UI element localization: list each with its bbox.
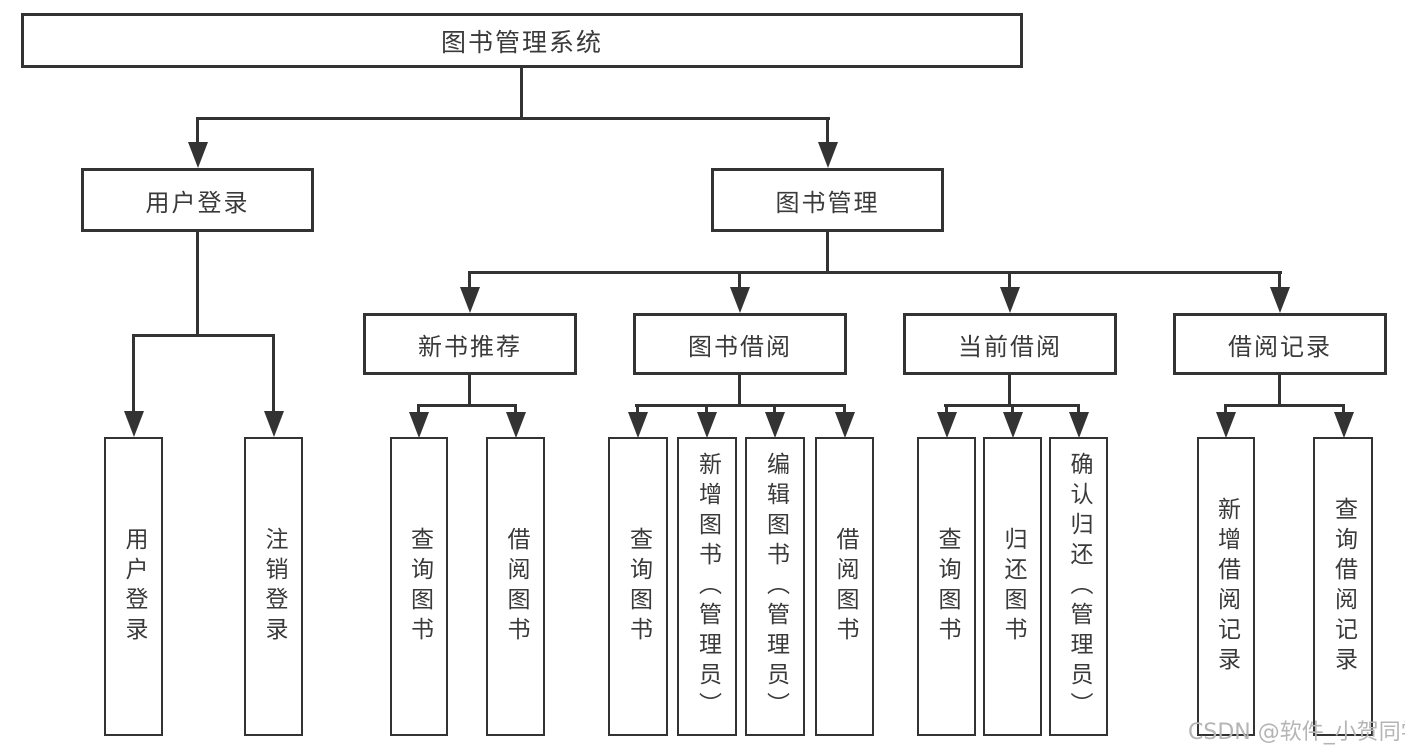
arrowhead-leaf-query-books-b-icon xyxy=(628,412,648,438)
connector-drop-leaf-login xyxy=(132,334,135,412)
connector-user-login-stem xyxy=(196,232,199,336)
arrowhead-leaf-query-record-icon xyxy=(1334,412,1354,438)
node-user-login-label: 用户登录 xyxy=(145,188,250,217)
connector-root-stem xyxy=(520,68,523,119)
connector-drop-leaf-confirm-return xyxy=(1077,404,1080,414)
leaf-query-books-borrow-label: 查询图书 xyxy=(625,526,652,647)
leaf-user-login-label: 用户登录 xyxy=(121,526,147,647)
node-book-management: 图书管理 xyxy=(711,168,944,232)
node-new-book-recommend-label: 新书推荐 xyxy=(418,332,522,361)
connector-drop-leaf-add-books xyxy=(705,404,708,414)
arrowhead-leaf-return-books-icon xyxy=(1003,412,1023,438)
node-borrow-records-label: 借阅记录 xyxy=(1228,332,1332,361)
connector-book-management-stem xyxy=(826,232,829,273)
arrowhead-leaf-query-books-c-icon xyxy=(937,412,957,438)
connector-new-book-leaf-bus xyxy=(417,404,517,407)
arrowhead-current-borrow-icon xyxy=(1000,287,1020,313)
connector-borrow-records-stem xyxy=(1278,375,1281,407)
leaf-logout-label: 注销登录 xyxy=(261,526,287,647)
csdn-watermark: CSDN @软件_小贺同学 xyxy=(1188,720,1405,745)
leaf-borrow-books-recommend: 借阅图书 xyxy=(486,437,545,736)
arrowhead-leaf-login-icon xyxy=(124,411,144,437)
connector-drop-leaf-return-books xyxy=(1011,404,1014,414)
connector-book-borrow-stem xyxy=(738,375,741,407)
arrowhead-leaf-borrow-books-b-icon xyxy=(835,412,855,438)
arrowhead-leaf-query-books-a-icon xyxy=(409,412,429,438)
leaf-add-books-admin: 新增图书（管理员） xyxy=(677,437,737,736)
connector-drop-new-book xyxy=(468,271,471,289)
connector-current-borrow-stem xyxy=(1008,375,1011,407)
leaf-query-books-borrow: 查询图书 xyxy=(608,437,668,736)
leaf-add-books-admin-label: 新增图书（管理员） xyxy=(694,451,721,722)
leaf-query-books-current: 查询图书 xyxy=(917,437,976,736)
leaf-user-login: 用户登录 xyxy=(104,437,163,736)
leaf-query-books-recommend-label: 查询图书 xyxy=(406,526,433,647)
connector-user-login-bus xyxy=(132,334,275,337)
node-borrow-records: 借阅记录 xyxy=(1173,313,1387,375)
connector-drop-leaf-query-books-c xyxy=(945,404,948,414)
leaf-return-books-label: 归还图书 xyxy=(1000,526,1026,647)
leaf-edit-books-admin-label: 编辑图书（管理员） xyxy=(762,451,789,722)
connector-new-book-stem xyxy=(468,375,471,407)
leaf-confirm-return-admin: 确认归还（管理员） xyxy=(1049,437,1108,736)
node-current-borrow-label: 当前借阅 xyxy=(958,332,1062,361)
leaf-logout: 注销登录 xyxy=(244,437,303,736)
arrowhead-leaf-add-books-icon xyxy=(697,412,717,438)
connector-level2-bus xyxy=(198,117,830,120)
connector-drop-user-login xyxy=(196,117,199,144)
arrowhead-leaf-edit-books-icon xyxy=(765,412,785,438)
arrowhead-borrow-records-icon xyxy=(1270,287,1290,313)
arrowhead-user-login-icon xyxy=(188,142,208,168)
arrowhead-new-book-icon xyxy=(460,287,480,313)
connector-drop-current-borrow xyxy=(1008,271,1011,289)
connector-drop-borrow-records xyxy=(1278,271,1281,289)
connector-drop-book-borrow xyxy=(738,271,741,289)
leaf-borrow-books-recommend-label: 借阅图书 xyxy=(503,526,529,647)
node-current-borrow: 当前借阅 xyxy=(903,313,1117,375)
leaf-query-books-current-label: 查询图书 xyxy=(934,526,960,647)
leaf-borrow-books-label: 借阅图书 xyxy=(832,526,858,647)
connector-drop-book-management xyxy=(826,117,829,144)
leaf-edit-books-admin: 编辑图书（管理员） xyxy=(745,437,805,736)
arrowhead-leaf-confirm-return-icon xyxy=(1069,412,1089,438)
connector-book-borrow-leaf-bus xyxy=(635,404,846,407)
connector-drop-leaf-query-record xyxy=(1342,404,1345,414)
leaf-add-borrow-record-label: 新增借阅记录 xyxy=(1213,496,1240,677)
arrowhead-leaf-borrow-books-a-icon xyxy=(506,412,526,438)
node-library-system-label: 图书管理系统 xyxy=(440,27,603,57)
node-new-book-recommend: 新书推荐 xyxy=(363,313,577,375)
connector-level3-bus xyxy=(468,271,1282,274)
connector-drop-leaf-query-books-a xyxy=(417,404,420,414)
connector-drop-leaf-borrow-books-a xyxy=(514,404,517,414)
arrowhead-book-management-icon xyxy=(818,142,838,168)
connector-drop-leaf-add-record xyxy=(1224,404,1227,414)
connector-drop-leaf-logout xyxy=(272,334,275,412)
connector-drop-leaf-edit-books xyxy=(773,404,776,414)
leaf-add-borrow-record: 新增借阅记录 xyxy=(1197,437,1255,736)
node-library-system: 图书管理系统 xyxy=(21,13,1023,68)
leaf-query-books-recommend: 查询图书 xyxy=(390,437,448,736)
node-user-login: 用户登录 xyxy=(81,168,314,232)
arrowhead-leaf-add-record-icon xyxy=(1216,412,1236,438)
arrowhead-leaf-logout-icon xyxy=(264,411,284,437)
node-book-borrow-label: 图书借阅 xyxy=(688,332,792,361)
node-book-management-label: 图书管理 xyxy=(775,188,880,217)
connector-drop-leaf-borrow-books-b xyxy=(843,404,846,414)
leaf-query-borrow-record: 查询借阅记录 xyxy=(1313,437,1373,736)
connector-drop-leaf-query-books-b xyxy=(636,404,639,414)
node-book-borrow: 图书借阅 xyxy=(633,313,847,375)
leaf-borrow-books: 借阅图书 xyxy=(815,437,874,736)
leaf-return-books: 归还图书 xyxy=(983,437,1042,736)
leaf-query-borrow-record-label: 查询借阅记录 xyxy=(1330,496,1357,677)
connector-borrow-records-leaf-bus xyxy=(1224,404,1345,407)
leaf-confirm-return-admin-label: 确认归还（管理员） xyxy=(1066,451,1092,722)
arrowhead-book-borrow-icon xyxy=(730,287,750,313)
